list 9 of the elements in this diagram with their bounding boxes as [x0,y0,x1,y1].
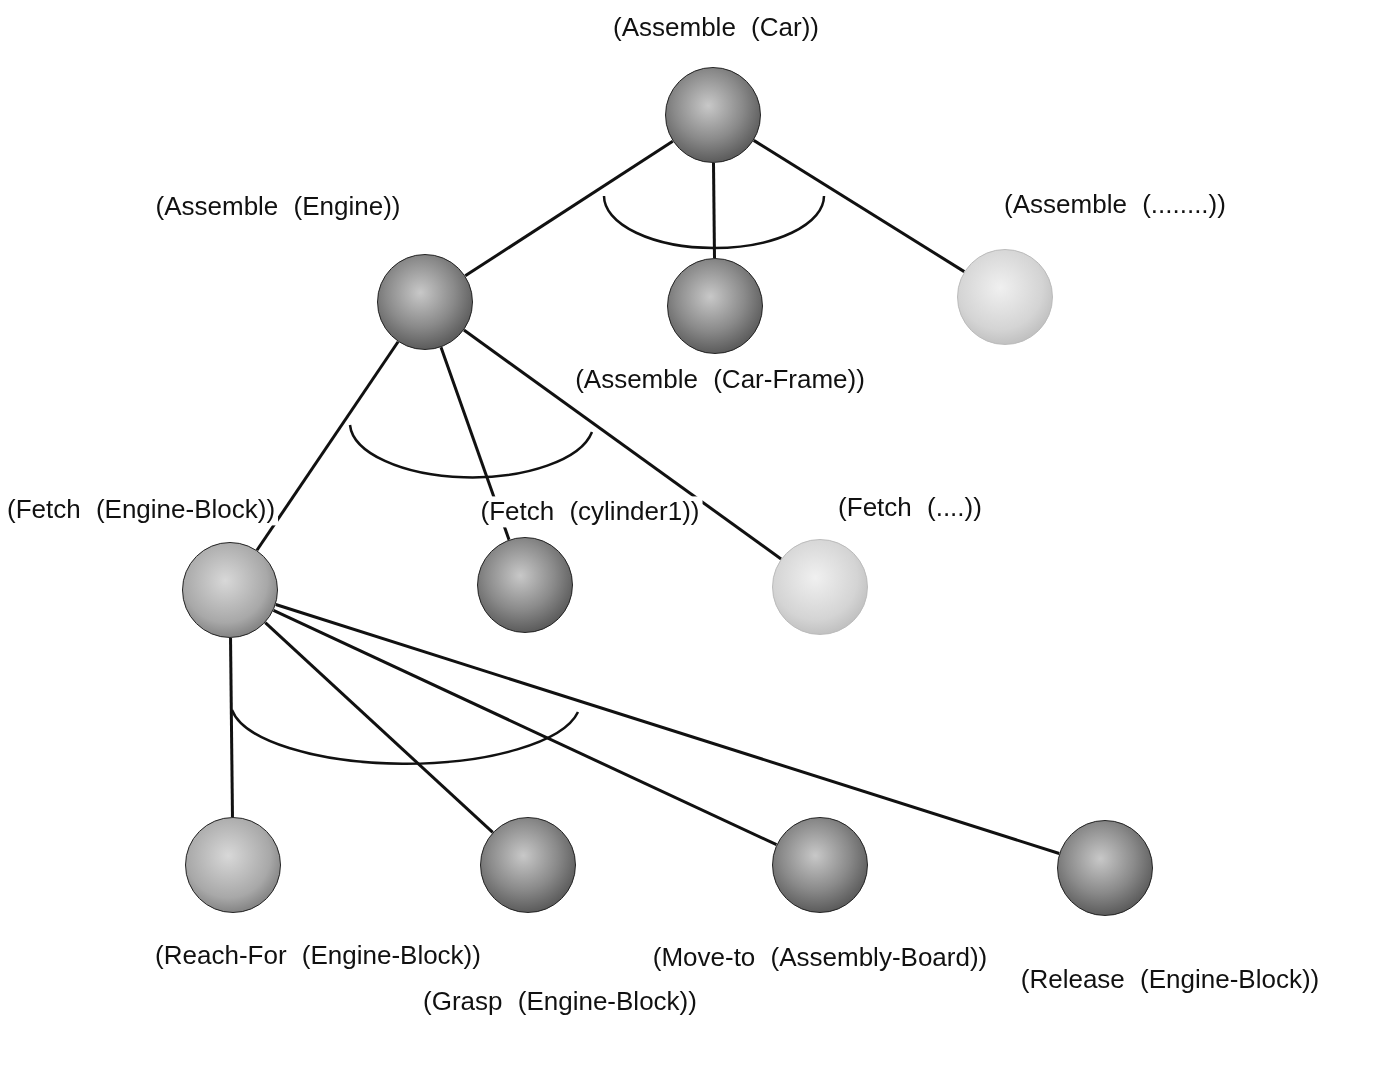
tree-branch-line [229,637,234,818]
tree-branch-line [752,139,966,273]
tree-branch-line [463,328,782,561]
tree-branch-line [464,139,674,278]
tree-branch-line [264,621,494,834]
tree-branch-line [272,608,778,847]
tree-branch-line [255,340,400,552]
tree-branch-line [712,163,716,258]
tree-branch-line [275,603,1060,855]
